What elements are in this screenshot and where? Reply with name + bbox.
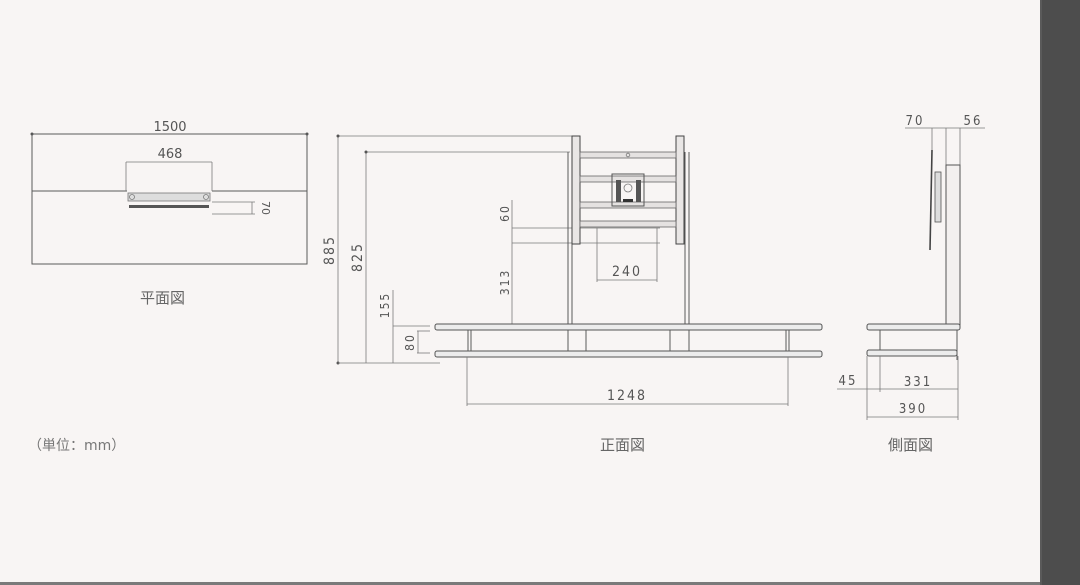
front-mount-offset-dim: 60 — [498, 204, 512, 222]
front-vesa-width-dim: 240 — [612, 264, 642, 280]
plan-view: 1500 468 70 — [30, 120, 309, 265]
unit-note: （単位：mm） — [28, 438, 126, 454]
front-view: 885 825 155 80 60 313 — [322, 134, 823, 406]
side-panel — [1040, 0, 1080, 585]
front-view-title: 正面図 — [600, 436, 646, 454]
plan-bracket-width-dim: 468 — [158, 147, 183, 162]
side-mount-depth-dim: 70 — [906, 114, 925, 129]
front-mount-height-dim: 825 — [350, 242, 366, 272]
side-base-inner-dim: 331 — [904, 375, 932, 390]
front-height-total-dim: 885 — [322, 235, 338, 265]
plan-view-title: 平面図 — [140, 289, 186, 307]
drawing-sheet: 1500 468 70 885 825 155 — [28, 114, 985, 454]
side-view-title: 側面図 — [888, 436, 934, 454]
technical-drawing: 1500 468 70 885 825 155 — [30, 114, 985, 420]
front-shelf-gap-dim: 80 — [403, 333, 417, 351]
side-post-depth-dim: 56 — [964, 114, 983, 129]
plan-width-dim: 1500 — [153, 120, 186, 135]
side-base-total-dim: 390 — [899, 402, 927, 417]
front-mount-from-shelf-dim: 313 — [498, 269, 512, 296]
front-base-width-dim: 1248 — [607, 388, 647, 404]
front-shelf-height-dim: 155 — [378, 292, 392, 319]
side-overhang-dim: 45 — [839, 374, 858, 389]
plan-bracket-depth-dim: 70 — [259, 201, 272, 215]
bottom-border — [0, 582, 1040, 585]
side-view: 70 56 45 331 390 — [837, 114, 985, 420]
